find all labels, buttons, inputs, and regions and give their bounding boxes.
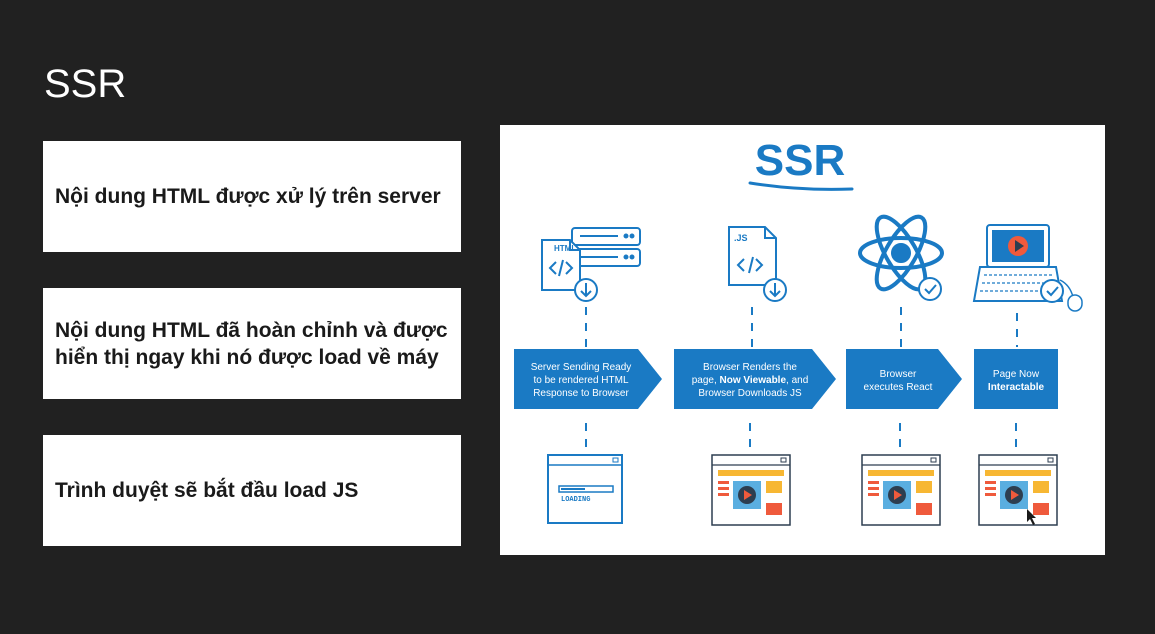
connector-dashes-bottom (585, 423, 1017, 451)
html-icon-label: HTML (554, 244, 576, 253)
connector-dashes-top (585, 307, 1018, 347)
bullet-card-text: Nội dung HTML được xử lý trên server (55, 185, 441, 208)
step-2-line-2: page, Now Viewable, and (692, 375, 809, 386)
loading-browser-icon (547, 454, 623, 524)
loading-label: LOADING (561, 496, 590, 504)
step-2-line-3: Browser Downloads JS (698, 388, 802, 399)
step-1-line-1: Server Sending Ready (531, 362, 632, 373)
step-3-line-2: executes React (864, 382, 933, 393)
step-3-arrow (846, 349, 962, 409)
react-atom-icon (858, 214, 944, 301)
bullet-card-text: Nội dung HTML đã hoàn chỉnh và được hiển… (55, 318, 448, 369)
step-2-line-1: Browser Renders the (703, 362, 797, 373)
slide-title: SSR (44, 62, 127, 106)
bullet-card-text: Trình duyệt sẽ bắt đầu load JS (55, 479, 359, 502)
step-3-line-1: Browser (880, 369, 917, 380)
js-icon-label: .JS (734, 233, 748, 243)
step-1-line-2: to be rendered HTML (533, 375, 628, 386)
step-1-arrow (514, 349, 662, 409)
laptop-video-icon (972, 224, 1083, 312)
step-1-line-3: Response to Browser (533, 388, 629, 399)
ssr-diagram-svg: SSR HTML .JS (514, 136, 1083, 526)
react-executed-browser-icon (861, 454, 941, 526)
interactive-page-browser-icon (978, 454, 1058, 526)
js-file-icon (728, 226, 787, 302)
step-2-arrow (674, 349, 836, 409)
ssr-diagram: SSR HTML .JS (500, 125, 1105, 555)
bullet-card-html-displayed: Nội dung HTML đã hoàn chỉnh và được hiển… (43, 288, 461, 399)
step-4-line-2: Interactable (988, 382, 1045, 393)
diagram-title: SSR (755, 136, 845, 185)
html-server-icon (541, 227, 641, 302)
diagram-title-underline (748, 181, 854, 191)
bullet-card-browser-loads-js: Trình duyệt sẽ bắt đầu load JS (43, 435, 461, 546)
rendered-page-browser-icon (711, 454, 791, 526)
bullet-card-server-processing: Nội dung HTML được xử lý trên server (43, 141, 461, 252)
step-4-box (974, 349, 1058, 409)
step-4-line-1: Page Now (993, 369, 1040, 380)
cursor-icon (1027, 509, 1036, 525)
